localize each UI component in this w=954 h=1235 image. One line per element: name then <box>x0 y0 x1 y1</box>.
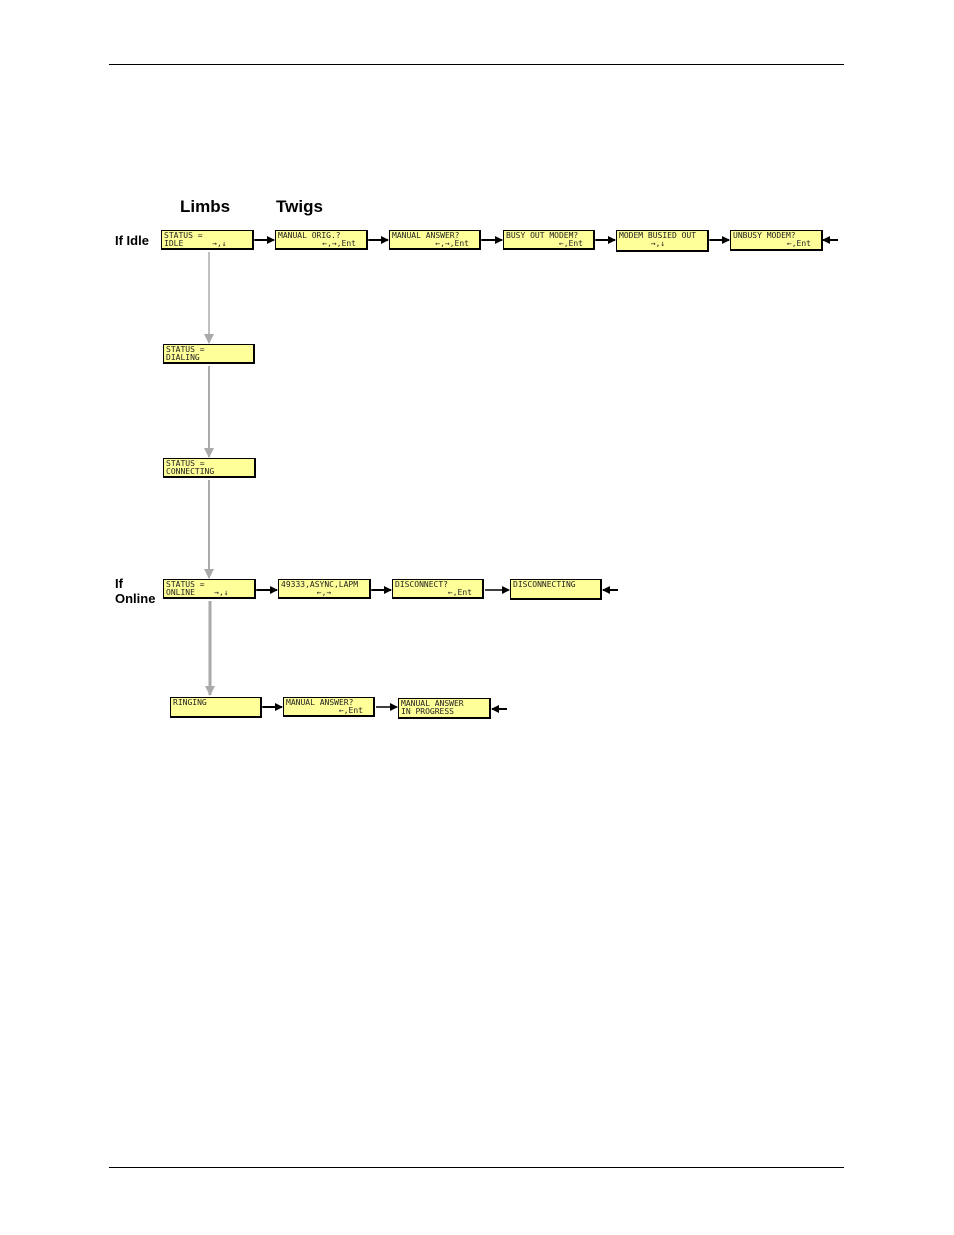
lcd-status-online: STATUS =ONLINE →,↓ <box>163 579 256 599</box>
twigs-header: Twigs <box>276 197 323 216</box>
lcd-disconnect: DISCONNECT?←,Ent <box>392 579 484 599</box>
lcd-status-dialing: STATUS =DIALING <box>163 344 255 364</box>
footer-rule <box>109 1167 844 1168</box>
lcd-link-info: 49333,ASYNC,LAPM←,→ <box>278 579 371 599</box>
lcd-manual-orig: MANUAL ORIG.?←,→,Ent <box>275 230 368 250</box>
lcd-ringing: RINGING <box>170 697 262 718</box>
lcd-disconnecting: DISCONNECTING <box>510 579 602 600</box>
if-idle-label: If Idle <box>115 233 149 248</box>
lcd-manual-answer: MANUAL ANSWER?←,→,Ent <box>389 230 481 250</box>
lcd-busy-out-modem: BUSY OUT MODEM?←,Ent <box>503 230 595 250</box>
lcd-status-connecting: STATUS =CONNECTING <box>163 458 256 478</box>
lcd-unbusy-modem: UNBUSY MODEM?←,Ent <box>730 230 823 251</box>
lcd-modem-busied-out: MODEM BUSIED OUT→,↓ <box>616 230 709 252</box>
lcd-status-idle: STATUS =IDLE →,↓ <box>161 230 254 250</box>
if-online-label: If Online <box>115 576 156 606</box>
limbs-header: Limbs <box>180 197 231 216</box>
header-rule <box>109 64 844 65</box>
lcd-manual-answer-2: MANUAL ANSWER?←,Ent <box>283 697 375 717</box>
